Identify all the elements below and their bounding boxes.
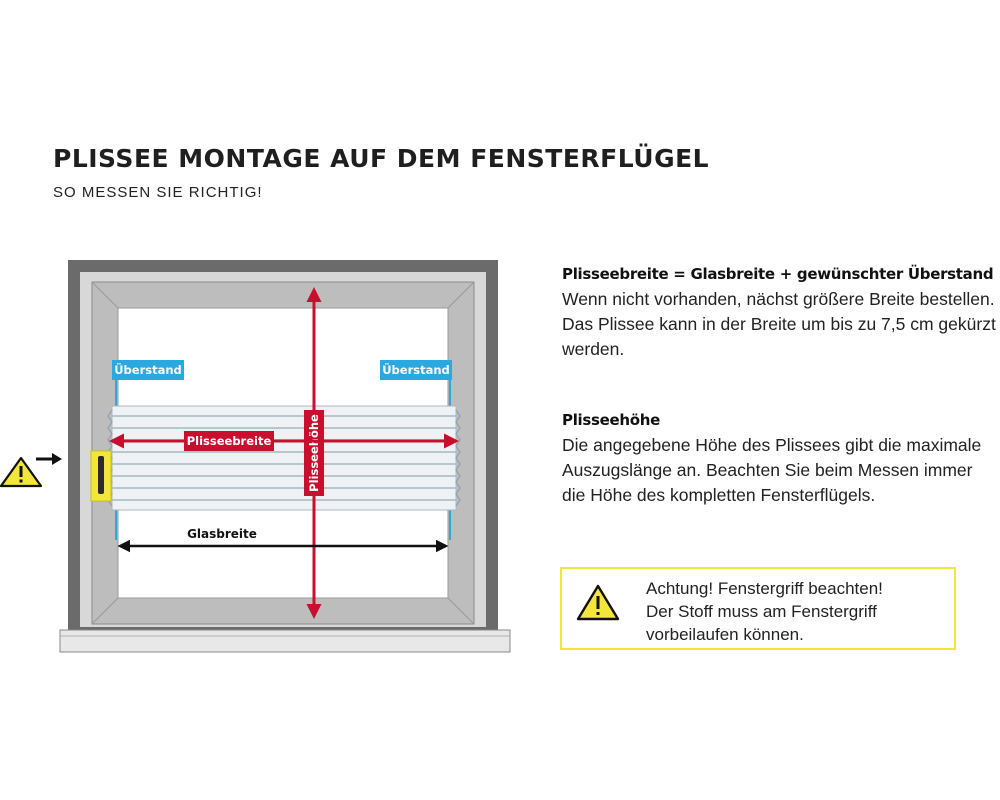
height-info-heading: Plisseehöhe [562, 411, 661, 429]
height-label: Plisseehöhe [307, 414, 321, 492]
width-info-text-1: Wenn nicht vorhanden, nächst größere Bre… [562, 289, 995, 309]
warning-triangle-icon [0, 456, 43, 488]
warning-line-3: vorbeilaufen können. [646, 625, 804, 644]
width-label: Plisseebreite [187, 434, 272, 448]
window-sill [59, 629, 511, 653]
width-info-heading: Plisseebreite = Glasbreite + gewünschter… [562, 265, 994, 283]
warning-line-1: Achtung! Fenstergriff beachten! [646, 579, 883, 598]
overhang-label-left: Überstand [114, 362, 182, 377]
warning-line-2: Der Stoff muss am Fenstergriff [646, 602, 877, 621]
height-info-section: Plisseehöhe Die angegebene Höhe des Plis… [562, 408, 998, 508]
page-subtitle: SO MESSEN SIE RICHTIG! [53, 184, 263, 201]
glass-width-label: Glasbreite [187, 527, 257, 541]
pointer-arrow-icon [36, 453, 62, 465]
window-handle [98, 456, 104, 494]
overhang-label-right: Überstand [382, 362, 450, 377]
warning-triangle-icon [576, 584, 620, 621]
overhang-label-right-bg [380, 360, 452, 380]
page-title: PLISSEE MONTAGE AUF DEM FENSTERFLÜGEL [53, 144, 710, 173]
height-label-bg [304, 410, 324, 496]
width-info-text-2: Das Plissee kann in der Breite um bis zu… [562, 314, 996, 359]
overhang-label-left-bg [112, 360, 184, 380]
pleated-blind [107, 405, 461, 511]
height-info-text: Die angegebene Höhe des Plissees gibt di… [562, 435, 982, 505]
width-info-section: Plisseebreite = Glasbreite + gewünschter… [562, 262, 998, 362]
handle-warning-box: Achtung! Fenstergriff beachten! Der Stof… [560, 567, 956, 650]
width-label-bg [184, 431, 274, 451]
window-measurement-diagram: Überstand Überstand Plisseehöhe Plisseeb… [0, 260, 511, 653]
